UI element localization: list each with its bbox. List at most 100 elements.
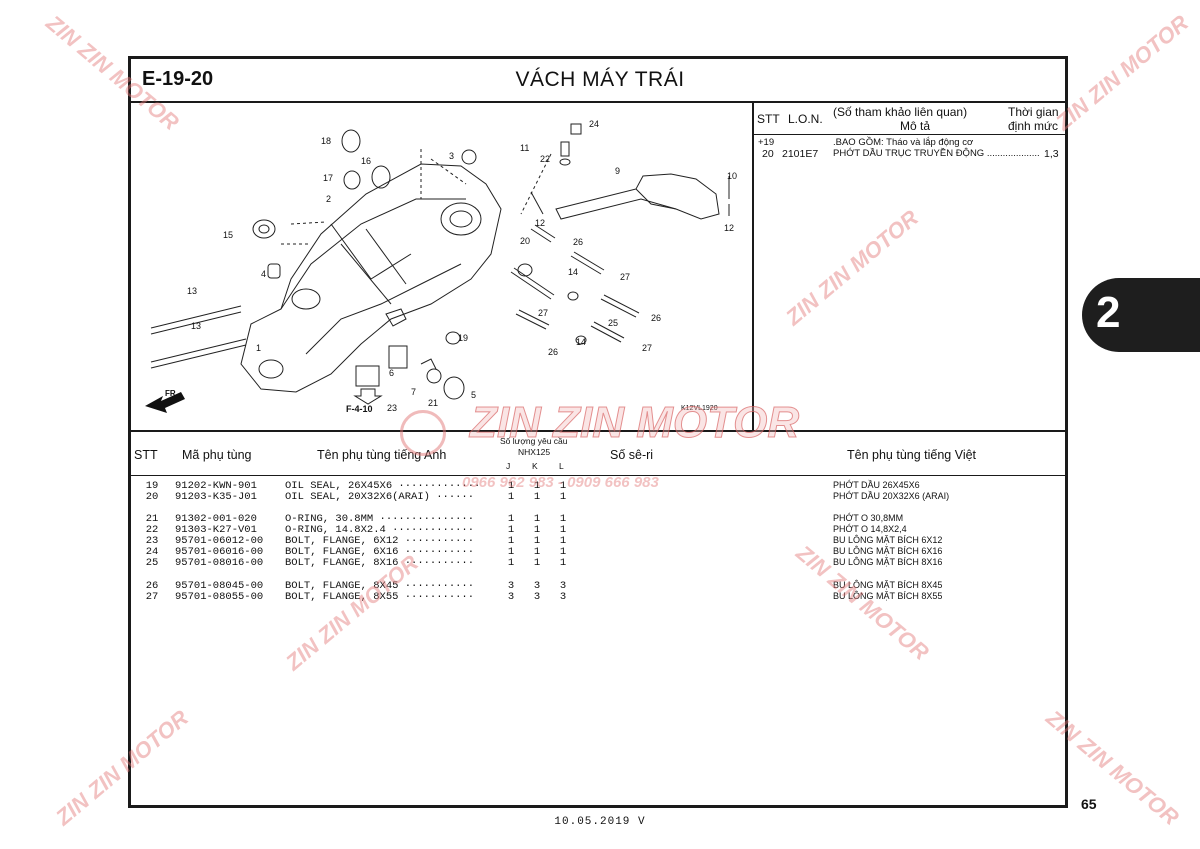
table-row: 21 91302-001-020 O-RING, 30.8MM ········… (131, 513, 1061, 525)
col-vn: Tên phụ tùng tiếng Việt (847, 448, 977, 462)
col-k: K (532, 461, 538, 471)
row-en-name: BOLT, FLANGE, 6X16 ··········· (285, 546, 475, 558)
row-en-name: BOLT, FLANGE, 6X12 ··········· (285, 535, 475, 547)
row-stt: 26 (145, 580, 159, 592)
ref-col-lon: L.O.N. (788, 112, 823, 126)
watermark-corner: ZIN ZIN MOTOR (1050, 10, 1194, 136)
row-qty-l: 3 (559, 580, 567, 592)
row-qty-j: 3 (507, 591, 515, 603)
row-en-name: O-RING, 14.8X2.4 ············· (285, 524, 475, 536)
row-qty-l: 1 (559, 491, 567, 503)
row-stt: 20 (145, 491, 159, 503)
ref-header-divider (754, 134, 1065, 135)
svg-text:22: 22 (540, 154, 550, 164)
table-row: 20 91203-K35-J01 OIL SEAL, 20X32X6(ARAI)… (131, 491, 1061, 503)
col-j: J (506, 461, 511, 471)
svg-text:13: 13 (187, 286, 197, 296)
watermark-phone: 0966 962 983 - 0909 666 983 (462, 474, 659, 491)
row-qty-l: 1 (559, 535, 567, 547)
svg-text:1: 1 (256, 343, 261, 353)
row-vn-name: PHỚT DẦU 20X32X6 (ARAI) (833, 491, 950, 501)
row-qty-k: 1 (533, 513, 541, 525)
ref-col-ref: (Số tham khảo liên quan) (833, 105, 968, 119)
row-stt: 19 (145, 480, 159, 492)
col-stt: STT (134, 448, 158, 462)
page-code: E-19-20 (142, 68, 214, 90)
row-vn-name: BU LÔNG MẶT BÍCH 6X16 (833, 546, 943, 556)
col-qty: Số lượng yêu cầu (500, 436, 568, 446)
row-qty-j: 1 (507, 546, 515, 558)
svg-text:26: 26 (573, 237, 583, 247)
header-divider (131, 101, 1065, 103)
svg-text:27: 27 (538, 308, 548, 318)
ref-col-time: Thời gian (1008, 105, 1059, 119)
svg-text:18: 18 (321, 136, 331, 146)
row-vn-name: BU LÔNG MẶT BÍCH 6X12 (833, 535, 943, 545)
row-qty-j: 1 (507, 524, 515, 536)
svg-text:23: 23 (387, 403, 397, 413)
row-en-name: OIL SEAL, 20X32X6(ARAI) ······ (285, 491, 475, 503)
row-code: 91303-K27-V01 (175, 524, 257, 536)
row-code: 95701-08016-00 (175, 557, 264, 569)
svg-text:26: 26 (548, 347, 558, 357)
ref-row-stt: 20 (762, 148, 774, 160)
svg-text:6: 6 (389, 368, 394, 378)
diagram-id: K12VL1920 (681, 405, 718, 412)
svg-text:3: 3 (449, 151, 454, 161)
row-stt: 21 (145, 513, 159, 525)
col-serial: Số sê-ri (610, 448, 654, 462)
table-row: 26 95701-08045-00 BOLT, FLANGE, 8X45 ···… (131, 580, 1061, 592)
row-vn-name: BU LÔNG MẶT BÍCH 8X45 (833, 580, 943, 590)
svg-text:7: 7 (411, 387, 416, 397)
svg-text:2: 2 (326, 194, 331, 204)
row-qty-j: 3 (507, 580, 515, 592)
ref-row-desc: .BAO GỒM: Tháo và lắp động cơ (833, 137, 974, 148)
svg-text:26: 26 (651, 313, 661, 323)
row-en-name: BOLT, FLANGE, 8X16 ··········· (285, 557, 475, 569)
page-number: 65 (1081, 796, 1097, 812)
svg-text:27: 27 (620, 272, 630, 282)
watermark-logo-icon (400, 410, 446, 456)
row-qty-j: 1 (507, 557, 515, 569)
svg-text:15: 15 (223, 230, 233, 240)
table-row: 22 91303-K27-V01 O-RING, 14.8X2.4 ······… (131, 524, 1061, 536)
left-crankcase-outline (240, 163, 502, 393)
svg-text:9: 9 (615, 166, 620, 176)
table-row: 23 95701-06012-00 BOLT, FLANGE, 6X12 ···… (131, 535, 1061, 547)
row-qty-k: 1 (533, 524, 541, 536)
svg-text:14: 14 (576, 337, 586, 347)
col-model: NHX125 (518, 447, 551, 457)
row-en-name: O-RING, 30.8MM ··············· (285, 513, 475, 525)
watermark-center: ZIN ZIN MOTOR (469, 398, 800, 448)
fr-arrow (145, 392, 185, 413)
row-qty-l: 1 (559, 546, 567, 558)
table-row: 24 95701-06016-00 BOLT, FLANGE, 6X16 ···… (131, 546, 1061, 558)
row-stt: 23 (145, 535, 159, 547)
ref-row-stt: +19 (758, 137, 775, 148)
svg-text:19: 19 (458, 333, 468, 343)
row-qty-k: 1 (533, 480, 541, 492)
col-l: L (559, 461, 564, 471)
row-qty-k: 1 (533, 535, 541, 547)
row-qty-j: 1 (507, 480, 515, 492)
row-qty-k: 3 (533, 580, 541, 592)
svg-text:16: 16 (361, 156, 371, 166)
diagram-bottom-divider (131, 430, 1065, 432)
row-stt: 24 (145, 546, 159, 558)
row-code: 95701-06016-00 (175, 546, 264, 558)
row-qty-l: 1 (559, 524, 567, 536)
svg-text:20: 20 (520, 236, 530, 246)
row-code: 91203-K35-J01 (175, 491, 257, 503)
row-vn-name: BU LÔNG MẶT BÍCH 8X16 (833, 557, 943, 567)
ref-label: F-4-10 (346, 404, 373, 414)
svg-text:13: 13 (191, 321, 201, 331)
ref-col-stt: STT (757, 112, 780, 126)
row-qty-k: 1 (533, 557, 541, 569)
row-qty-j: 1 (507, 535, 515, 547)
svg-text:5: 5 (471, 390, 476, 400)
svg-text:11: 11 (520, 143, 529, 153)
ref-col-desc: Mô tả (900, 119, 931, 133)
page-title: VÁCH MÁY TRÁI (515, 68, 685, 91)
svg-text:14: 14 (568, 267, 578, 277)
